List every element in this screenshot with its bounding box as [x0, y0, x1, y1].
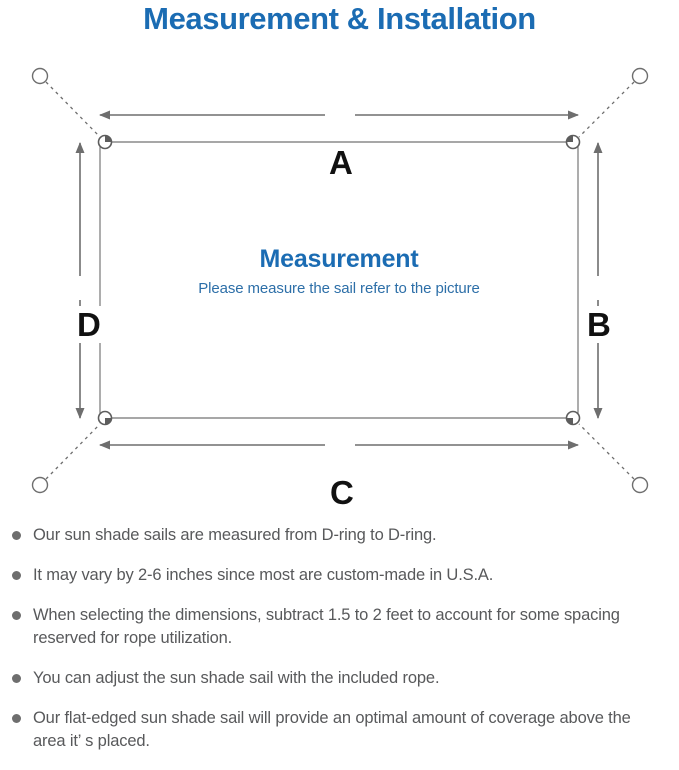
rope-bottom-right [578, 423, 635, 480]
anchor-bottom-left [31, 476, 49, 494]
rope-bottom-left [45, 423, 101, 480]
measurement-diagram: Measurement Please measure the sail refe… [0, 48, 679, 513]
bullet-icon [12, 611, 21, 620]
rope-top-right [578, 81, 635, 138]
note-text: Our flat-edged sun shade sail will provi… [33, 709, 631, 750]
bullet-icon [12, 531, 21, 540]
list-item: When selecting the dimensions, subtract … [0, 604, 679, 650]
note-text: Our sun shade sails are measured from D-… [33, 526, 437, 544]
rope-top-left [45, 81, 101, 138]
infographic-page: Measurement & Installation [0, 1, 679, 750]
note-text: It may vary by 2-6 inches since most are… [33, 566, 494, 584]
list-item: Our flat-edged sun shade sail will provi… [0, 707, 679, 753]
sail-outline [99, 141, 579, 419]
page-title: Measurement & Installation [143, 1, 536, 36]
bullet-icon [12, 571, 21, 580]
bullet-icon [12, 714, 21, 723]
anchor-bottom-right [631, 476, 649, 494]
d-ring-group [97, 134, 581, 426]
notes-list: Our sun shade sails are measured from D-… [0, 524, 679, 770]
note-text: When selecting the dimensions, subtract … [33, 606, 620, 647]
rope-group [31, 67, 649, 494]
note-text: You can adjust the sun shade sail with t… [33, 669, 440, 687]
diagram-svg [31, 67, 649, 494]
anchor-top-left [31, 67, 49, 85]
list-item: You can adjust the sun shade sail with t… [0, 667, 679, 690]
list-item: It may vary by 2-6 inches since most are… [0, 564, 679, 587]
bullet-icon [12, 674, 21, 683]
list-item: Our sun shade sails are measured from D-… [0, 524, 679, 547]
anchor-top-right [631, 67, 649, 85]
